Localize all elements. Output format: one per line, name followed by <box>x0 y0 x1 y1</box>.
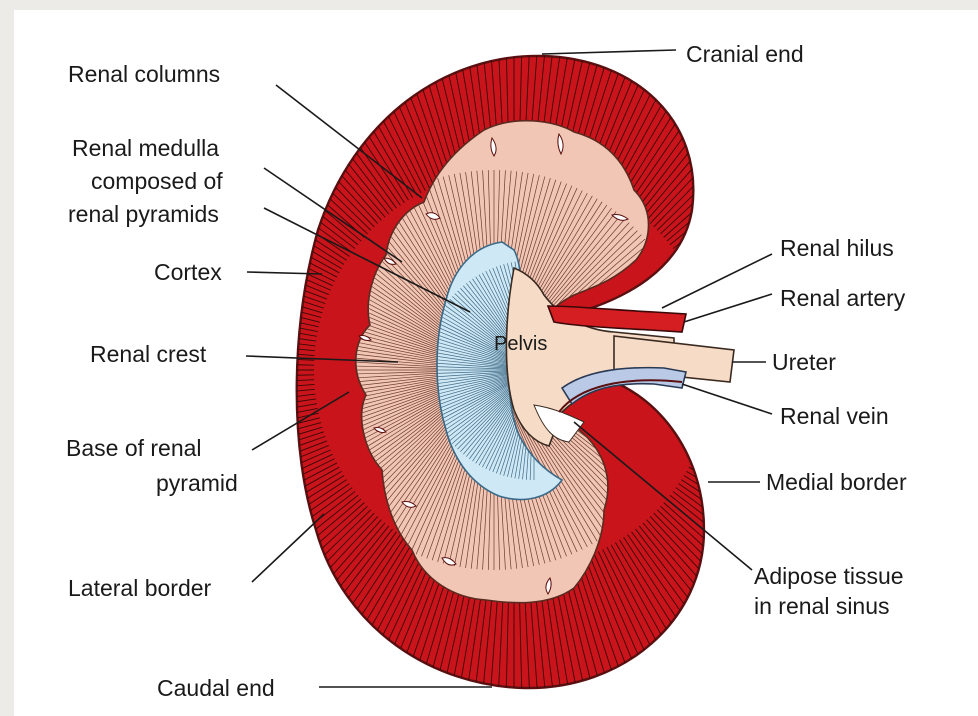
kidney-diagram: Pelvis Renal columns Renal medulla compo… <box>14 10 978 716</box>
label-caudal-end: Caudal end <box>157 675 275 701</box>
label-renal-vein: Renal vein <box>780 403 889 429</box>
label-renal-crest: Renal crest <box>90 341 207 367</box>
label-ureter: Ureter <box>772 349 836 375</box>
label-renal-medulla-line3: renal pyramids <box>68 201 219 227</box>
label-cortex: Cortex <box>154 259 222 285</box>
label-adipose-tissue-line2: in renal sinus <box>754 593 890 619</box>
label-renal-hilus: Renal hilus <box>780 235 894 261</box>
label-lateral-border: Lateral border <box>68 575 212 601</box>
label-renal-medulla: Renal medulla <box>72 135 219 161</box>
label-medial-border: Medial border <box>766 469 907 495</box>
figure-panel: Pelvis Renal columns Renal medulla compo… <box>14 10 978 716</box>
label-renal-columns: Renal columns <box>68 61 220 87</box>
pelvis-label: Pelvis <box>494 333 547 355</box>
label-renal-artery: Renal artery <box>780 285 906 311</box>
label-base-of-renal-pyramid-line2: pyramid <box>156 470 238 496</box>
label-base-of-renal-pyramid: Base of renal <box>66 435 202 461</box>
label-cranial-end: Cranial end <box>686 41 804 67</box>
label-adipose-tissue: Adipose tissue <box>754 563 904 589</box>
label-renal-medulla-line2: composed of <box>91 168 223 194</box>
